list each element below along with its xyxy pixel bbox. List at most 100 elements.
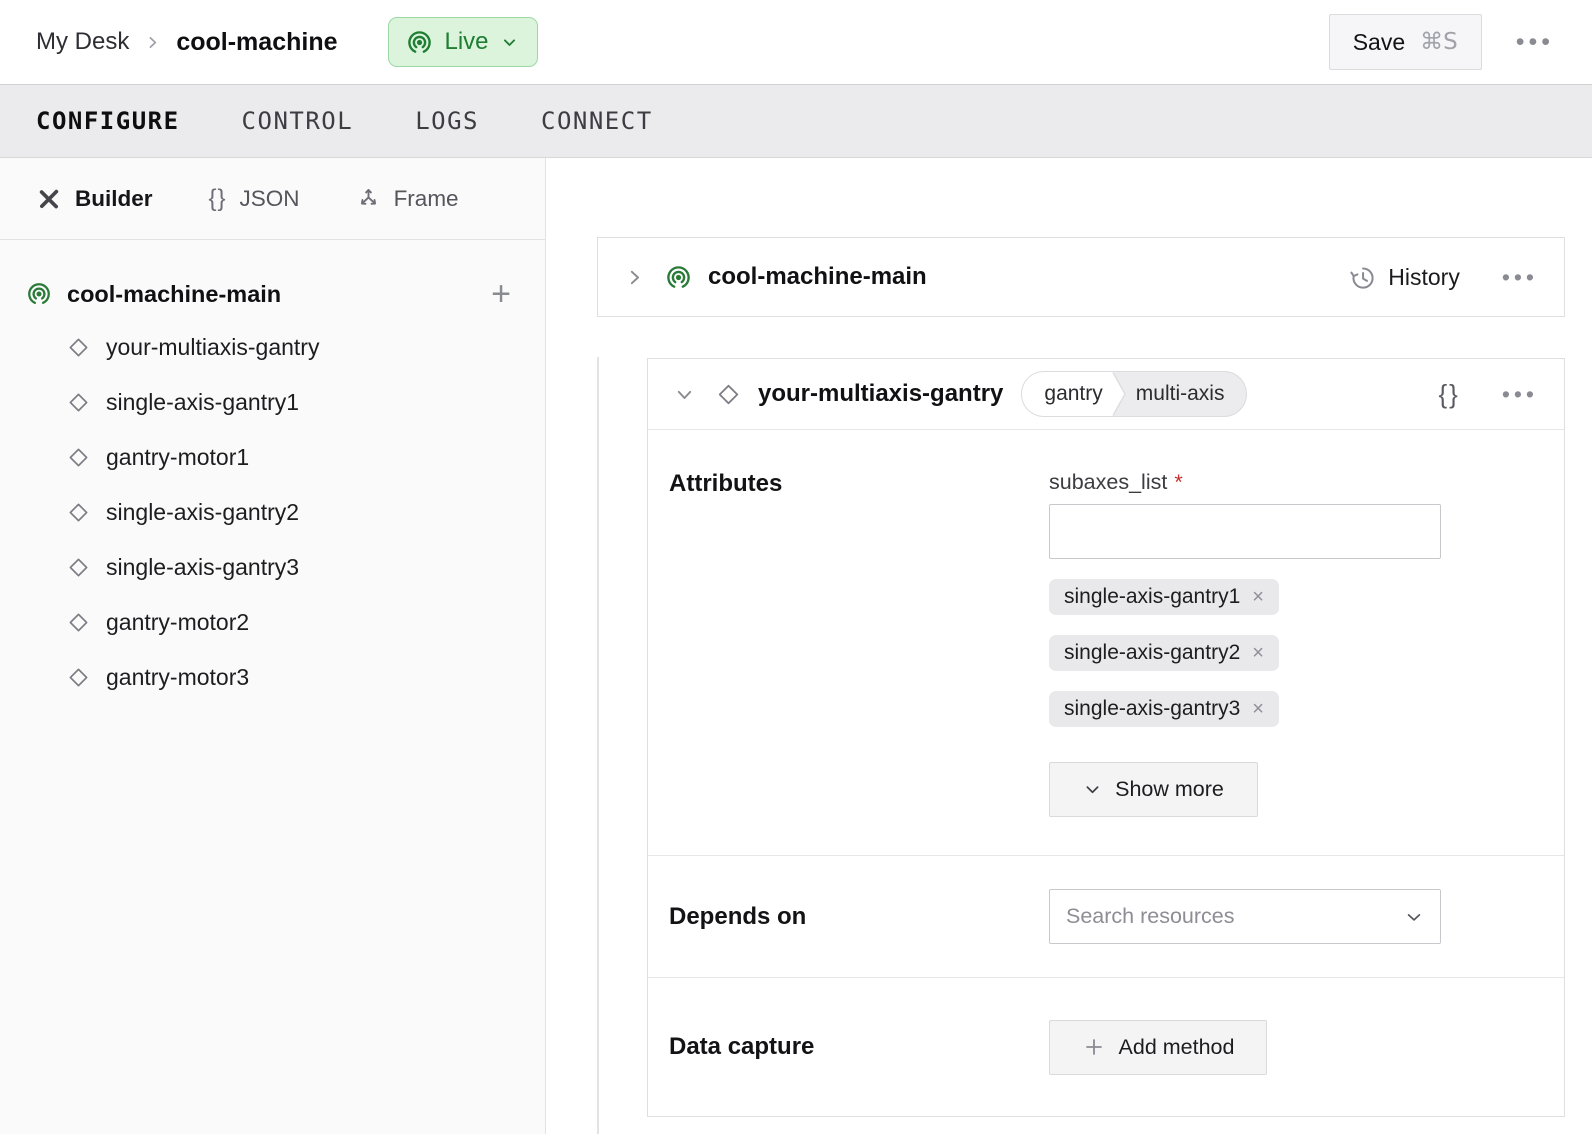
part-overflow-menu-icon[interactable]: ••• bbox=[1501, 263, 1538, 290]
part-broadcast-icon bbox=[665, 264, 692, 291]
tab-logs[interactable]: LOGS bbox=[415, 107, 479, 135]
collapse-chevron-down-icon[interactable] bbox=[674, 384, 695, 405]
app-header: My Desk cool-machine Live Save ⌘S •• bbox=[0, 0, 1592, 84]
tree-item-label: gantry-motor3 bbox=[106, 664, 250, 690]
braces-icon: {} bbox=[208, 184, 227, 212]
save-button[interactable]: Save ⌘S bbox=[1328, 14, 1482, 70]
tag-separator-chevron-icon bbox=[1109, 372, 1126, 416]
mode-json-label: JSON bbox=[239, 185, 300, 211]
subaxes-chip: single-axis-gantry2 × bbox=[1049, 635, 1279, 671]
tree-item-single-axis-gantry2[interactable]: single-axis-gantry2 bbox=[0, 485, 545, 540]
subaxes-list-label: subaxes_list bbox=[1049, 470, 1168, 494]
depends-on-section: Depends on Search resources bbox=[648, 855, 1564, 977]
resource-tree: cool-machine-main + your-multiaxis-gantr… bbox=[0, 240, 545, 705]
config-sidebar: Builder {} JSON Frame bbox=[0, 158, 546, 1134]
subaxes-chip: single-axis-gantry3 × bbox=[1049, 691, 1279, 727]
chevron-down-icon bbox=[501, 34, 518, 51]
show-more-label: Show more bbox=[1115, 777, 1224, 801]
attributes-heading: Attributes bbox=[669, 470, 783, 497]
breadcrumb-chevron-icon bbox=[144, 34, 161, 51]
component-diamond-icon bbox=[66, 610, 91, 635]
main-tab-bar: CONFIGURE CONTROL LOGS CONNECT bbox=[0, 84, 1592, 158]
tree-item-label: gantry-motor1 bbox=[106, 444, 250, 470]
component-diamond-icon bbox=[66, 500, 91, 525]
show-more-button[interactable]: Show more bbox=[1049, 762, 1258, 817]
save-shortcut-hint: ⌘S bbox=[1420, 29, 1458, 55]
attributes-section: Attributes subaxes_list * single-axis-ga… bbox=[648, 430, 1564, 855]
tab-connect[interactable]: CONNECT bbox=[541, 107, 653, 135]
component-diamond-icon bbox=[66, 335, 91, 360]
expand-chevron-right-icon[interactable] bbox=[624, 267, 645, 288]
field-label-row: subaxes_list * bbox=[1049, 470, 1441, 495]
frame-axes-icon bbox=[356, 186, 381, 211]
depends-on-select[interactable]: Search resources bbox=[1049, 889, 1441, 944]
machine-status-dropdown[interactable]: Live bbox=[387, 17, 538, 67]
component-diamond-icon bbox=[66, 555, 91, 580]
tree-item-gantry-motor2[interactable]: gantry-motor2 bbox=[0, 595, 545, 650]
tree-item-label: single-axis-gantry1 bbox=[106, 389, 300, 415]
chip-label: single-axis-gantry3 bbox=[1064, 697, 1241, 720]
mode-builder-label: Builder bbox=[75, 185, 153, 211]
tree-item-single-axis-gantry3[interactable]: single-axis-gantry3 bbox=[0, 540, 545, 595]
component-card: your-multiaxis-gantry gantry multi-axis … bbox=[647, 358, 1565, 1117]
chip-label: single-axis-gantry1 bbox=[1064, 585, 1241, 608]
part-broadcast-icon bbox=[26, 281, 52, 307]
tree-item-your-multiaxis-gantry[interactable]: your-multiaxis-gantry bbox=[0, 320, 545, 375]
edit-json-icon[interactable]: {} bbox=[1438, 378, 1460, 409]
depends-on-heading: Depends on bbox=[669, 902, 807, 930]
chip-remove-icon[interactable]: × bbox=[1252, 585, 1264, 608]
tree-item-label: gantry-motor2 bbox=[106, 609, 250, 635]
tree-root-label: cool-machine-main bbox=[67, 280, 282, 307]
tools-icon bbox=[36, 186, 62, 212]
tree-item-label: single-axis-gantry3 bbox=[106, 554, 300, 580]
mode-frame-label: Frame bbox=[393, 185, 459, 211]
attributes-fields: subaxes_list * single-axis-gantry1 × sin… bbox=[1049, 470, 1441, 817]
chevron-down-icon bbox=[1404, 907, 1424, 927]
part-connector-line bbox=[597, 357, 599, 1134]
mode-json[interactable]: {} JSON bbox=[209, 185, 300, 213]
component-title: your-multiaxis-gantry bbox=[758, 380, 1004, 407]
save-button-label: Save bbox=[1352, 28, 1406, 55]
live-broadcast-icon bbox=[406, 29, 433, 56]
component-diamond-icon bbox=[66, 390, 91, 415]
breadcrumb-parent-link[interactable]: My Desk bbox=[36, 28, 130, 55]
view-mode-switcher: Builder {} JSON Frame bbox=[0, 158, 545, 240]
add-component-icon[interactable]: + bbox=[491, 275, 511, 313]
component-diamond-icon bbox=[66, 665, 91, 690]
component-type-model-tag: gantry multi-axis bbox=[1021, 371, 1248, 417]
header-overflow-menu-icon[interactable]: ••• bbox=[1515, 27, 1554, 56]
component-diamond-icon bbox=[66, 445, 91, 470]
mode-builder[interactable]: Builder bbox=[36, 186, 153, 212]
tree-item-gantry-motor3[interactable]: gantry-motor3 bbox=[0, 650, 545, 705]
component-overflow-menu-icon[interactable]: ••• bbox=[1501, 380, 1538, 407]
chip-remove-icon[interactable]: × bbox=[1252, 641, 1264, 664]
add-method-label: Add method bbox=[1118, 1034, 1235, 1059]
subaxes-chip-list: single-axis-gantry1 × single-axis-gantry… bbox=[1049, 579, 1441, 727]
component-model-tag: multi-axis bbox=[1135, 382, 1225, 405]
breadcrumb: My Desk cool-machine bbox=[36, 28, 338, 57]
tree-item-single-axis-gantry1[interactable]: single-axis-gantry1 bbox=[0, 375, 545, 430]
chip-label: single-axis-gantry2 bbox=[1064, 641, 1241, 664]
add-method-button[interactable]: Add method bbox=[1049, 1019, 1267, 1075]
subaxes-chip: single-axis-gantry1 × bbox=[1049, 579, 1279, 615]
tree-root-part[interactable]: cool-machine-main + bbox=[0, 268, 545, 320]
data-capture-heading: Data capture bbox=[669, 1033, 815, 1060]
content-area: Builder {} JSON Frame bbox=[0, 158, 1592, 1134]
tab-configure[interactable]: CONFIGURE bbox=[36, 107, 180, 135]
plus-icon bbox=[1082, 1035, 1106, 1059]
depends-on-placeholder: Search resources bbox=[1066, 904, 1235, 928]
mode-frame[interactable]: Frame bbox=[356, 186, 459, 212]
tab-control[interactable]: CONTROL bbox=[241, 107, 354, 135]
chip-remove-icon[interactable]: × bbox=[1252, 697, 1264, 720]
history-button[interactable]: History bbox=[1349, 264, 1460, 291]
data-capture-section: Data capture Add method bbox=[648, 977, 1564, 1116]
tree-item-gantry-motor1[interactable]: gantry-motor1 bbox=[0, 430, 545, 485]
status-label: Live bbox=[444, 28, 489, 55]
subaxes-list-input[interactable] bbox=[1049, 504, 1441, 559]
history-clock-icon bbox=[1349, 264, 1376, 291]
component-actions: {} ••• bbox=[1438, 379, 1538, 410]
component-api-tag: gantry bbox=[1022, 372, 1110, 416]
part-title: cool-machine-main bbox=[708, 263, 927, 290]
chevron-down-icon bbox=[1083, 780, 1102, 799]
